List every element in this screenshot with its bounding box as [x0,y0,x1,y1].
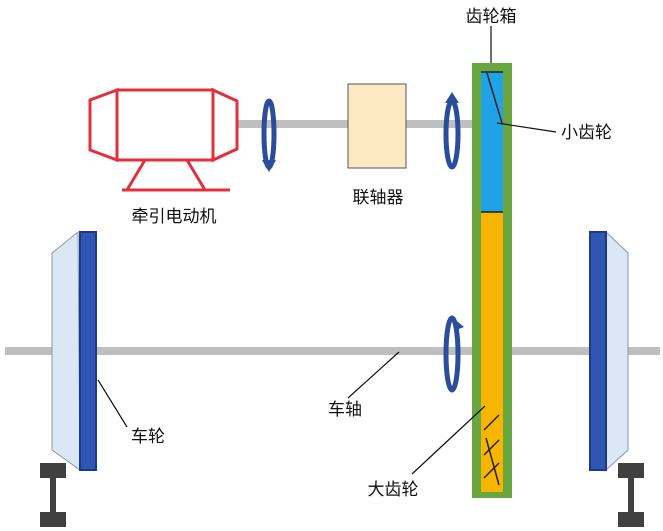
left-rail [40,463,66,527]
coupling-label: 联轴器 [353,188,404,208]
traction-motor [88,87,239,192]
wheel-label: 车轮 [131,427,165,447]
gearbox-label: 齿轮箱 [466,7,517,27]
axle-shaft [5,347,660,355]
large-gear [481,212,503,492]
axle-rotation-arrow-icon [443,315,461,393]
motor-label: 牵引电动机 [132,207,217,227]
motor-rotation-arrow-icon [261,98,277,170]
coupling [347,83,407,169]
left-wheel-face [51,230,81,471]
gear-teeth [483,414,500,486]
pinion-rotation-arrow-icon [443,98,461,170]
right-wheel-rim [589,231,607,471]
right-wheel-face [605,230,629,472]
pinion-teeth [481,71,503,213]
pinion-label: 小齿轮 [561,123,612,143]
axle-label: 车轴 [328,400,362,420]
right-rail [618,463,644,527]
axle-rotation-arrowhead-icon [452,317,464,330]
gear-label: 大齿轮 [368,480,419,500]
pinion [481,72,503,212]
pinion-rotation-arrowhead-icon [445,92,459,103]
left-wheel-rim [79,231,97,471]
leader-lines [97,26,557,475]
motor-rotation-arrowhead-icon [262,160,276,172]
